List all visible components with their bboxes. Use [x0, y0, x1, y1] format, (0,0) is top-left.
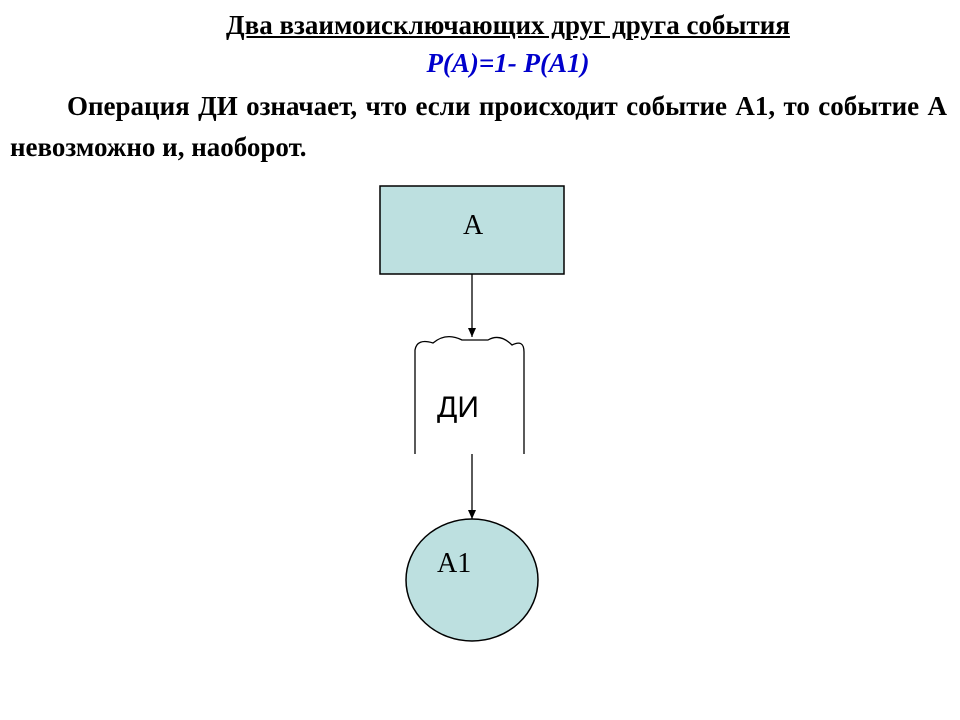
di-gate: ДИ [414, 336, 525, 454]
probability-formula: P(A)=1- P(A1) [426, 48, 590, 78]
event-a-label: А [463, 210, 484, 241]
event-a1-label: А1 [437, 548, 471, 579]
slide-title: Два взаимоисключающих друг друга события [226, 10, 790, 40]
explanation-text: Операция ДИ означает, что если происходи… [10, 91, 947, 162]
event-a1-node: А1 [405, 518, 539, 642]
gate-label: ДИ [437, 391, 479, 424]
event-a-node: А [379, 185, 565, 275]
